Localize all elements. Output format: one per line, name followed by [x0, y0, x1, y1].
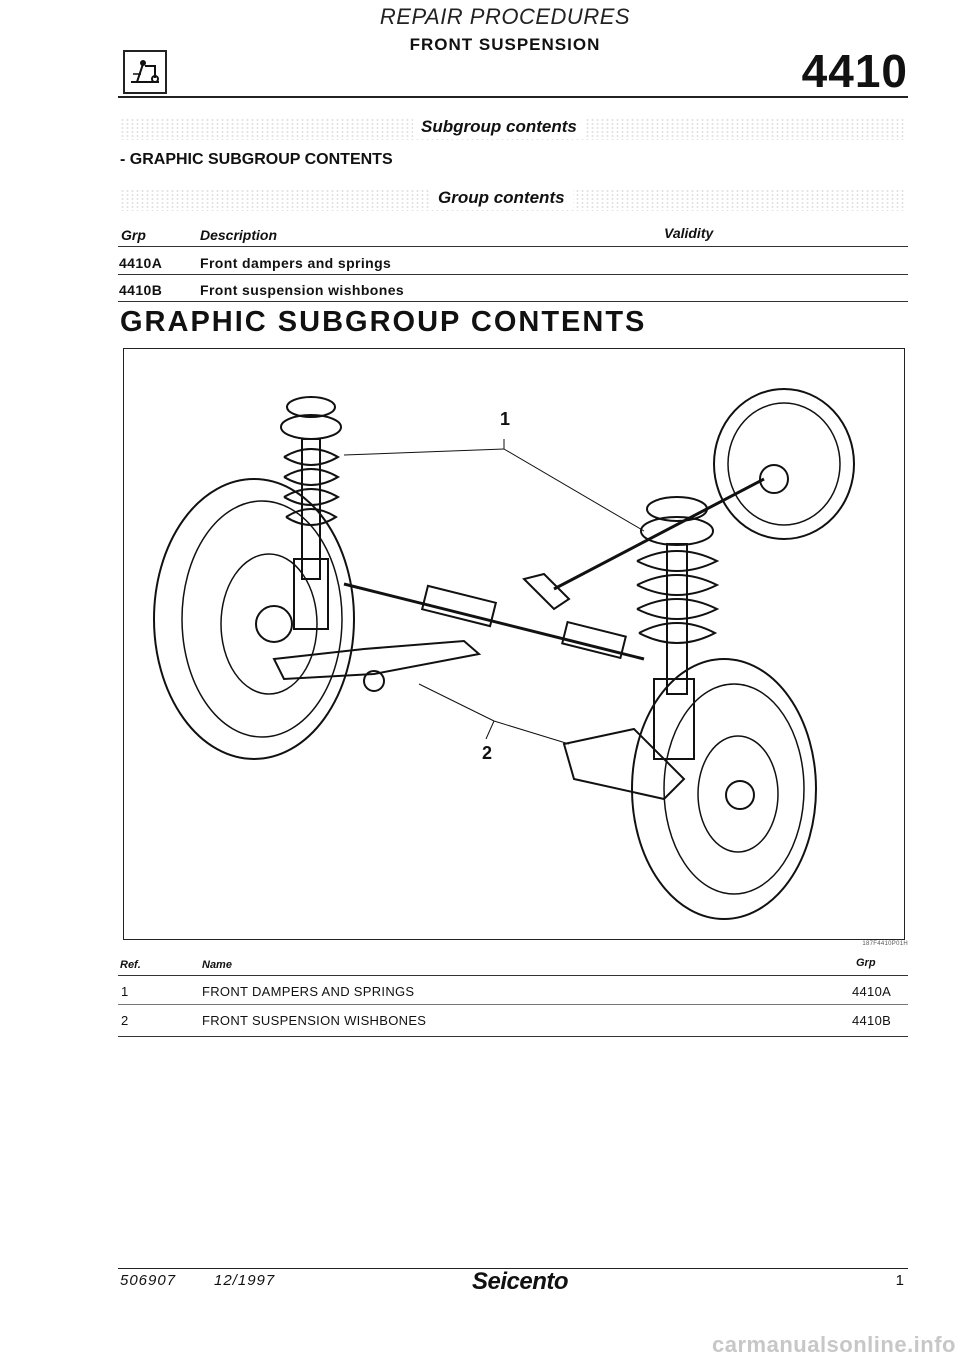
table-row-grp: 4410B [119, 282, 163, 298]
callout-2: 2 [482, 743, 492, 763]
table-rule [118, 1036, 908, 1037]
suspension-figure: 1 2 [123, 348, 905, 940]
header-rule [118, 96, 908, 98]
graphic-section-title: GRAPHIC SUBGROUP CONTENTS [120, 306, 647, 338]
footer-doc-number: 506907 [120, 1272, 177, 1289]
ref-row-number: 2 [121, 1013, 129, 1028]
column-header-name: Name [202, 959, 232, 971]
left-tyre [153, 478, 355, 760]
right-tyre [631, 658, 817, 920]
page-number: 1 [895, 1272, 904, 1289]
column-header-ref: Ref. [120, 959, 141, 971]
group-contents-title: Group contents [430, 188, 573, 208]
callout-1: 1 [500, 409, 510, 429]
figure-code: 187F4410P01H [862, 941, 908, 947]
table-rule [118, 301, 908, 302]
table-row-grp: 4410A [119, 255, 163, 271]
subgroup-contents-title: Subgroup contents [413, 117, 585, 137]
table-rule [118, 1004, 908, 1005]
column-header-validity: Validity [664, 225, 714, 241]
suspension-illustration: 1 2 [153, 388, 855, 920]
suspension-icon [123, 50, 167, 94]
ref-row-name[interactable]: FRONT DAMPERS AND SPRINGS [202, 984, 415, 999]
ref-row-grp: 4410B [852, 1013, 892, 1028]
graphic-subgroup-link[interactable]: - GRAPHIC SUBGROUP CONTENTS [120, 151, 393, 168]
column-header-description: Description [200, 227, 278, 243]
column-header-grp: Grp [121, 227, 146, 243]
table-row-description[interactable]: Front dampers and springs [200, 255, 392, 271]
ref-row-grp: 4410A [852, 984, 892, 999]
page-header-subtitle: FRONT SUSPENSION [409, 35, 601, 54]
table-rule [118, 246, 908, 247]
group-number: 4410 [801, 45, 908, 97]
table-rule [118, 274, 908, 275]
brand-logo: Seicento [471, 1268, 569, 1295]
footer-rule [118, 1268, 908, 1269]
ref-row-name[interactable]: FRONT SUSPENSION WISHBONES [202, 1013, 427, 1028]
ref-row-number: 1 [121, 984, 129, 999]
table-rule [118, 975, 908, 976]
watermark: carmanualsonline.info [712, 1332, 956, 1357]
table-row-description[interactable]: Front suspension wishbones [200, 282, 405, 298]
column-header-grp: Grp [856, 957, 876, 969]
page-header-title: REPAIR PROCEDURES [379, 4, 631, 29]
footer-date: 12/1997 [214, 1272, 276, 1289]
